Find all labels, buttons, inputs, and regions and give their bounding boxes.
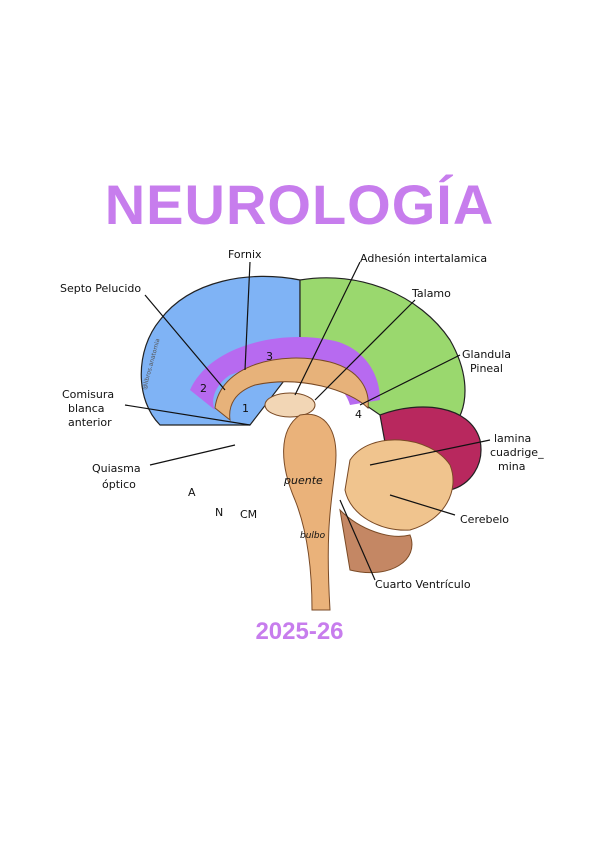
label-talamo: Talamo — [411, 287, 451, 300]
label-lamina-2: cuadrige_ — [490, 446, 544, 459]
label-fornix: Fornix — [228, 248, 262, 261]
cerebellum — [344, 439, 454, 531]
label-quiasma-1: Quiasma — [92, 462, 141, 475]
academic-year: 2025-26 — [255, 618, 344, 645]
label-bulbo: bulbo — [300, 531, 326, 541]
brain-sagittal-diagram: Fornix Adhesión intertalamica Septo Pelu… — [60, 248, 544, 611]
frontal-lobe — [140, 275, 301, 426]
brainstem — [283, 413, 337, 611]
label-number-4: 4 — [355, 408, 362, 421]
label-adhesion: Adhesión intertalamica — [360, 252, 487, 265]
label-number-3: 3 — [266, 350, 273, 363]
label-glandula-2: Pineal — [470, 362, 503, 375]
label-n: N — [215, 506, 223, 519]
label-glandula-1: Glandula — [462, 348, 511, 361]
label-cerebelo: Cerebelo — [460, 513, 509, 526]
label-cuarto-ventriculo: Cuarto Ventrículo — [375, 578, 471, 591]
label-cm: CM — [240, 508, 257, 521]
label-lamina-3: mina — [498, 460, 525, 473]
label-number-2: 2 — [200, 382, 207, 395]
label-comisura-3: anterior — [68, 416, 112, 429]
label-number-1: 1 — [242, 402, 249, 415]
label-quiasma-2: óptico — [102, 478, 136, 491]
thalamus — [264, 392, 316, 418]
cingulate-region — [190, 337, 380, 410]
label-a: A — [188, 486, 196, 499]
corpus-callosum — [214, 357, 369, 422]
page-title: NEUROLOGÍA — [104, 173, 495, 236]
label-comisura-2: blanca — [68, 402, 105, 415]
label-lamina-1: lamina — [494, 432, 531, 445]
label-comisura-1: Comisura — [62, 388, 114, 401]
label-puente: puente — [283, 474, 323, 487]
label-septo: Septo Pelucido — [60, 282, 141, 295]
